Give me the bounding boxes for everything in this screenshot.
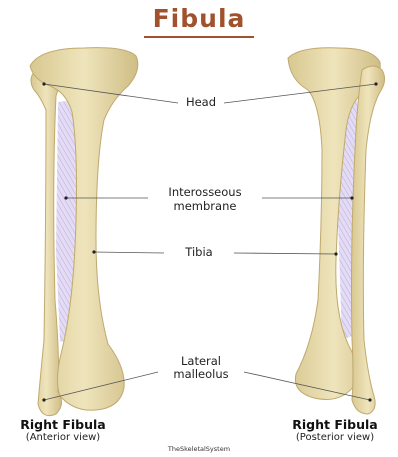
label-malleolus-line2: malleolus <box>154 368 248 381</box>
right-fibula-bone <box>352 66 385 414</box>
left-caption-subtitle: (Anterior view) <box>4 432 122 444</box>
label-interosseous-line1: Interosseous <box>146 186 264 199</box>
right-caption: Right Fibula (Posterior view) <box>276 417 394 444</box>
left-leg-bones <box>30 48 138 416</box>
tibia-leader-left <box>94 252 164 253</box>
right-leg-bones <box>288 48 385 414</box>
left-caption-title: Right Fibula <box>4 417 122 432</box>
left-caption: Right Fibula (Anterior view) <box>4 417 122 444</box>
right-caption-title: Right Fibula <box>276 417 394 432</box>
credit-logo: TheSkeletalSystem <box>150 445 248 453</box>
label-head: Head <box>176 96 226 109</box>
right-caption-subtitle: (Posterior view) <box>276 432 394 444</box>
label-tibia: Tibia <box>164 246 234 259</box>
label-interosseous-line2: membrane <box>146 200 264 213</box>
